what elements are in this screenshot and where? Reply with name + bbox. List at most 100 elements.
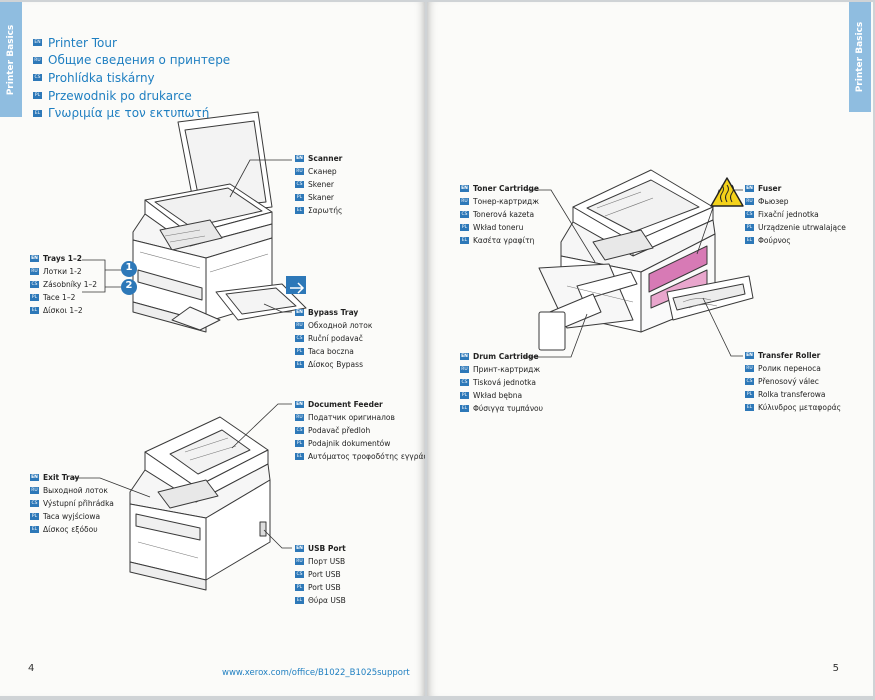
label-text: Fuser xyxy=(758,184,782,193)
label-text: Port USB xyxy=(308,583,341,592)
title-row: EN Printer Tour xyxy=(33,34,230,52)
label-text: Tonerová kazeta xyxy=(473,210,535,219)
lang-code-badge: CS xyxy=(745,378,754,385)
callout-2-number: 2 xyxy=(125,280,133,291)
label-text: Urządzenie utrwalające xyxy=(758,223,846,232)
label-text: Transfer Roller xyxy=(758,351,821,360)
lang-code-badge: PL xyxy=(30,294,39,301)
lang-code-badge: EN xyxy=(745,185,754,192)
label-text: Port USB xyxy=(308,570,341,579)
page-number-right: 5 xyxy=(832,663,839,674)
lang-code-badge: CS xyxy=(460,379,469,386)
label-text: Принт-картридж xyxy=(473,365,541,374)
lang-code-badge: EN xyxy=(30,255,39,262)
label-text: Αυτόματος τροφοδότης εγγράφων xyxy=(308,452,425,461)
lang-code-badge: EN xyxy=(30,474,39,481)
title-text: Общие сведения о принтере xyxy=(48,53,231,68)
label-text: USB Port xyxy=(308,544,346,553)
lang-code-badge: EL xyxy=(295,207,304,214)
lang-code-badge: CS xyxy=(33,74,42,82)
hot-surface-warning-icon xyxy=(710,177,744,207)
lang-code-badge: PL xyxy=(295,194,304,201)
callout-1-circle xyxy=(121,261,137,277)
label-text: Podavač předloh xyxy=(308,426,371,435)
label-text: Δίσκοι 1–2 xyxy=(43,306,83,315)
lang-code-badge: EL xyxy=(33,109,42,117)
lang-code-badge: EN xyxy=(460,353,469,360)
lang-code-badge: RU xyxy=(295,168,304,175)
label-text: Tace 1–2 xyxy=(43,293,76,302)
title-text: Printer Tour xyxy=(48,35,117,50)
lang-code-badge: PL xyxy=(460,224,469,231)
lang-code-badge: PL xyxy=(295,584,304,591)
lang-code-badge: RU xyxy=(460,198,469,205)
support-url[interactable]: www.xerox.com/office/B1022_B1025support xyxy=(222,668,410,678)
label-text: Podajnik dokumentów xyxy=(308,439,391,448)
lang-code-badge: EL xyxy=(295,361,304,368)
lang-code-badge: CS xyxy=(295,181,304,188)
label-text: Δίσκος Bypass xyxy=(308,360,363,369)
label-text: Přenosový válec xyxy=(758,377,819,386)
label-text: Exit Tray xyxy=(43,473,80,482)
drum-cartridge-handle xyxy=(538,311,566,351)
printer-tour-title: EN Printer Tour RU Общие сведения о принте… xyxy=(33,34,230,122)
label-text: Výstupní přihrádka xyxy=(43,499,114,508)
lang-code-badge: CS xyxy=(460,211,469,218)
lang-code-badge: EL xyxy=(30,526,39,533)
label-text: Taca wyjściowa xyxy=(43,512,101,521)
lang-code-badge: PL xyxy=(745,391,754,398)
lang-code-badge: EL xyxy=(295,597,304,604)
page-number-left: 4 xyxy=(28,663,35,674)
left-printer-illustrations xyxy=(72,111,307,591)
lang-code-badge: EL xyxy=(460,237,469,244)
lang-code-badge: EN xyxy=(295,309,304,316)
lang-code-badge: PL xyxy=(745,224,754,231)
lang-code-badge: EN xyxy=(33,39,42,47)
right-page: Printer Basics xyxy=(427,2,873,696)
label-text: Фьюзер xyxy=(758,197,789,206)
label-text: Skener xyxy=(308,180,334,189)
label-text: Лотки 1-2 xyxy=(43,267,82,276)
control-panel xyxy=(159,219,223,251)
lang-code-badge: RU xyxy=(30,487,39,494)
side-tab-right: Printer Basics xyxy=(849,2,871,112)
label-text: Тонер-картридж xyxy=(473,197,539,206)
fuser-unit xyxy=(648,245,708,293)
lang-code-badge: EN xyxy=(295,155,304,162)
usb-port xyxy=(259,521,267,537)
label-text: Κασέτα γραφίτη xyxy=(473,236,535,245)
toner-cartridge xyxy=(576,271,638,301)
lang-code-badge: RU xyxy=(33,56,42,64)
title-row: RU Общие сведения о принтере xyxy=(33,52,230,70)
label-text: Σαρωτής xyxy=(308,206,343,215)
label-text: Сканер xyxy=(308,167,337,176)
label-text: Fixační jednotka xyxy=(758,210,819,219)
lang-code-badge: EL xyxy=(30,307,39,314)
label-text: Ruční podavač xyxy=(308,334,363,343)
lang-code-badge: CS xyxy=(30,500,39,507)
lang-code-badge: RU xyxy=(295,322,304,329)
lang-code-badge: RU xyxy=(460,366,469,373)
label-text: Выходной лоток xyxy=(43,486,108,495)
label-text: Κύλινδρος μεταφοράς xyxy=(758,403,842,412)
label-text: Skaner xyxy=(308,193,335,202)
label-text: Φύσιγγα τυμπάνου xyxy=(473,404,543,413)
lang-code-badge: CS xyxy=(30,281,39,288)
lang-code-badge: RU xyxy=(30,268,39,275)
lang-code-badge: CS xyxy=(295,427,304,434)
lang-code-badge: RU xyxy=(745,365,754,372)
label-text: Порт USB xyxy=(308,557,346,566)
lang-code-badge: PL xyxy=(295,348,304,355)
lang-code-badge: EL xyxy=(745,404,754,411)
lang-code-badge: CS xyxy=(295,335,304,342)
label-text: Wkład toneru xyxy=(473,223,524,232)
label-text: Bypass Tray xyxy=(308,308,359,317)
